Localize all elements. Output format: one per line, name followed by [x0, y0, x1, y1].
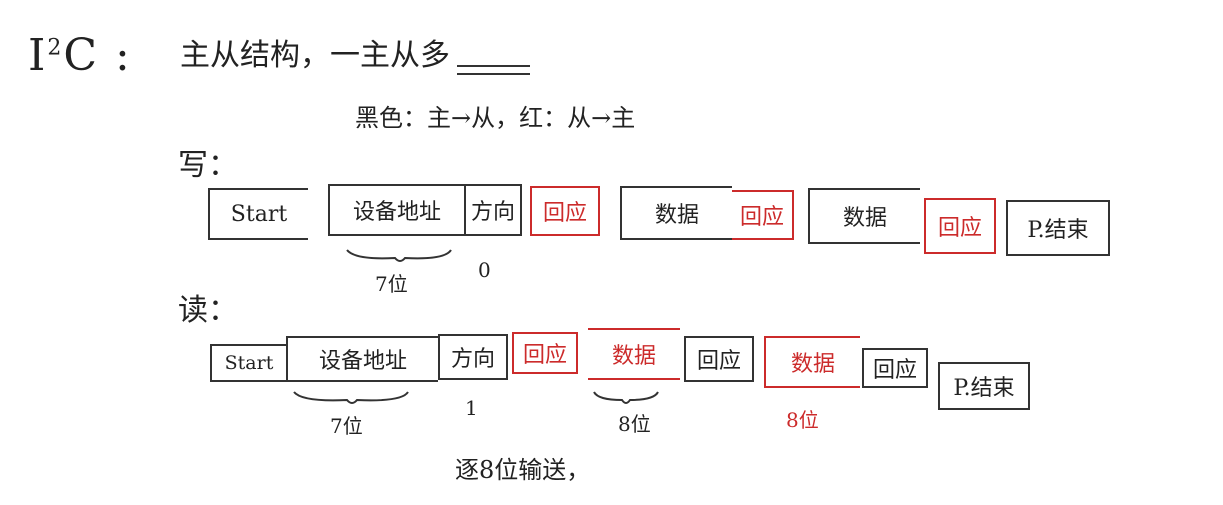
- protocol-subtitle: 主从结构，一主从多: [180, 38, 450, 73]
- read-section-label: 读：: [178, 293, 238, 328]
- read-data-cell-1: 数据: [588, 328, 680, 380]
- write-address-bits-note: 7位: [375, 272, 408, 296]
- read-stop-cell: P.结束: [938, 362, 1030, 410]
- write-direction-value: 0: [478, 258, 491, 282]
- write-ack-cell-3: 回应: [924, 198, 996, 254]
- title-superscript: 2: [47, 35, 64, 61]
- read-address-brace: [293, 391, 409, 404]
- color-legend: 黑色：主→从，红：从→主: [355, 104, 636, 132]
- write-section-label: 写：: [178, 148, 238, 183]
- read-address-cell: 设备地址: [286, 336, 438, 382]
- write-address-brace: [346, 249, 452, 262]
- read-data-brace-1: [593, 391, 659, 404]
- subtitle-underline: [457, 65, 530, 75]
- read-address-bits-note: 7位: [330, 414, 363, 438]
- write-ack-cell-2: 回应: [732, 190, 794, 240]
- read-direction-value: 1: [465, 396, 478, 420]
- write-direction-cell: 方向: [464, 184, 522, 236]
- read-ack-cell-2: 回应: [684, 336, 754, 382]
- read-ack-cell-3: 回应: [862, 348, 928, 388]
- title-letter: I: [28, 30, 48, 81]
- read-start-cell: Start: [210, 344, 286, 382]
- read-data-bits-note-1: 8位: [618, 412, 651, 436]
- read-data-bits-note-2: 8位: [786, 408, 819, 432]
- read-direction-cell: 方向: [438, 334, 508, 380]
- write-data-cell-1: 数据: [620, 186, 732, 240]
- write-start-cell: Start: [208, 188, 308, 240]
- read-ack-cell-1: 回应: [512, 332, 578, 374]
- protocol-title: I2C :: [28, 30, 132, 81]
- write-address-cell: 设备地址: [328, 184, 464, 236]
- title-tail: C :: [63, 30, 132, 81]
- write-data-cell-2: 数据: [808, 188, 920, 244]
- write-stop-cell: P.结束: [1006, 200, 1110, 256]
- read-data-cell-2: 数据: [764, 336, 860, 388]
- write-ack-cell-1: 回应: [530, 186, 600, 236]
- transfer-footnote: 逐8位输送，: [455, 456, 591, 484]
